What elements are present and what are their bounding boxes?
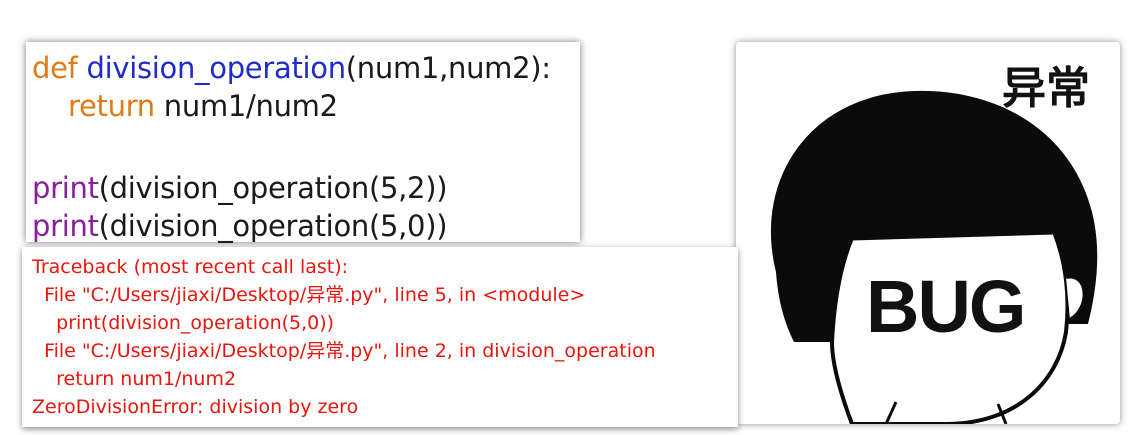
print-args: (division_operation(5,0)) xyxy=(98,209,448,243)
neck-lines xyxy=(884,401,1008,424)
traceback-source: print(division_operation(5,0)) xyxy=(32,312,335,334)
traceback-header: Traceback (most recent call last): xyxy=(32,256,349,278)
code-line-def: def division_operation(num1,num2): xyxy=(32,50,551,86)
traceback-frame: File "C:/Users/jiaxi/Desktop/异常.py", lin… xyxy=(32,284,586,306)
code-panel: def division_operation(num1,num2): retur… xyxy=(26,42,580,244)
error-message: ZeroDivisionError: division by zero xyxy=(32,396,359,418)
keyword-def: def xyxy=(32,51,78,85)
code-line-print-2: print(division_operation(5,0)) xyxy=(32,208,448,244)
code-line-print-1: print(division_operation(5,2)) xyxy=(32,170,448,206)
bug-meme-illustration xyxy=(770,90,1098,424)
keyword-return: return xyxy=(68,89,155,123)
code-line-return: return num1/num2 xyxy=(68,88,338,124)
bangs-line xyxy=(851,229,1055,241)
traceback-frame: File "C:/Users/jiaxi/Desktop/异常.py", lin… xyxy=(32,340,656,362)
return-expression: num1/num2 xyxy=(163,89,338,123)
meme-title: 异常 xyxy=(1002,63,1090,114)
traceback-source: return num1/num2 xyxy=(32,368,237,390)
traceback-panel: Traceback (most recent call last): File … xyxy=(22,247,738,427)
ear-shape xyxy=(1065,274,1087,322)
face-text: BUG xyxy=(866,265,1026,348)
hair-shape xyxy=(770,90,1098,342)
builtin-print: print xyxy=(32,209,99,243)
face-shape xyxy=(829,229,1070,424)
print-args: (division_operation(5,2)) xyxy=(98,171,448,205)
bug-meme-panel: 异常 BUG xyxy=(736,42,1120,424)
function-name: division_operation xyxy=(86,51,346,85)
function-params: (num1,num2): xyxy=(345,51,551,85)
builtin-print: print xyxy=(32,171,99,205)
